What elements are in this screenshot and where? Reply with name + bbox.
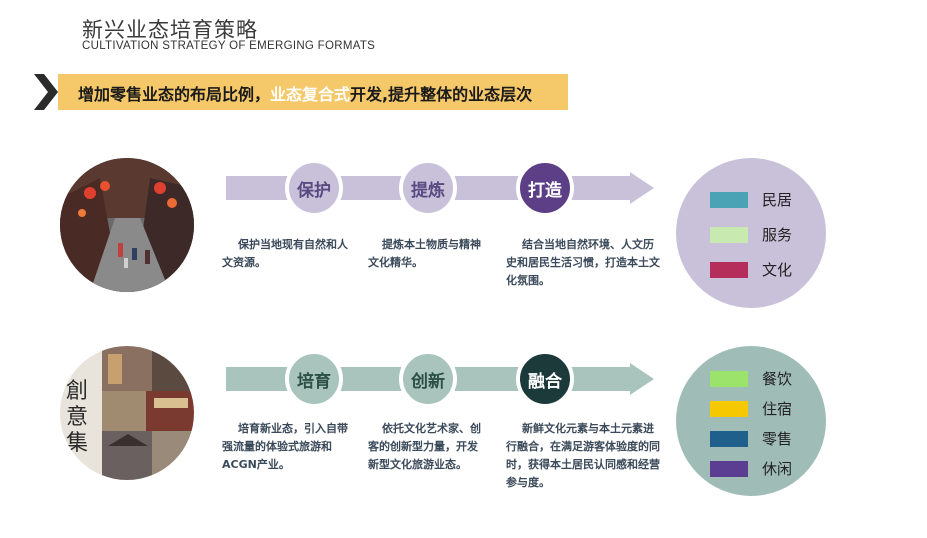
collage-photo: 創 意 集	[60, 346, 194, 480]
node-integrate: 融合	[516, 350, 574, 408]
banner-text: 增加零售业态的布局比例，业态复合式开发,提升整体的业态层次	[78, 81, 532, 105]
desc-integrate: 新鲜文化元素与本土元素进行融合，在满足游客体验度的同时，获得本土居民认同感和经营…	[506, 422, 660, 489]
legend-item: 休闲	[710, 458, 792, 479]
node-cultivate: 培育	[285, 350, 343, 408]
legend-item: 文化	[710, 259, 792, 280]
legend-label: 住宿	[762, 400, 793, 418]
legend-item: 住宿	[710, 398, 792, 419]
legend-circle-2	[676, 346, 826, 496]
banner-text-part1: 增加零售业态的布局比例，	[78, 85, 271, 104]
page-subtitle: CULTIVATION STRATEGY OF EMERGING FORMATS	[82, 40, 376, 52]
desc-refine: 提炼本土物质与精神文化精华。	[368, 238, 481, 269]
street-photo-image	[60, 158, 194, 292]
node-innovate: 创新	[399, 350, 457, 408]
desc-create: 结合当地自然环境、人文历史和居民生活习惯，打造本土文化氛围。	[506, 238, 660, 287]
legend-circle-1	[676, 158, 826, 308]
svg-text:創: 創	[66, 379, 88, 404]
legend-label: 休闲	[762, 460, 793, 478]
legend-label: 零售	[762, 430, 793, 448]
legend-swatch	[710, 430, 748, 447]
flow-arrowhead-2-icon	[630, 363, 654, 395]
legend-label: 民居	[762, 191, 793, 209]
banner-text-part3: 开发,提升整体的业态层次	[350, 85, 533, 104]
legend-swatch	[710, 370, 748, 387]
collage-photo-image: 創 意 集	[60, 346, 194, 480]
node-protect: 保护	[285, 159, 343, 217]
legend-item: 零售	[710, 428, 792, 449]
legend-item: 民居	[710, 189, 792, 210]
banner-bar	[58, 74, 568, 110]
node-create: 打造	[516, 159, 574, 217]
legend-swatch	[710, 191, 748, 208]
desc-protect: 保护当地现有自然和人文资源。	[222, 238, 348, 269]
legend-label: 餐饮	[762, 370, 793, 388]
page-title: 新兴业态培育策略	[82, 18, 258, 42]
svg-text:集: 集	[66, 431, 88, 456]
flow-arrowhead-1-icon	[630, 172, 654, 204]
legend-swatch	[710, 460, 748, 477]
desc-cultivate: 培育新业态，引入自带强流量的体验式旅游和ACGN产业。	[222, 422, 348, 471]
banner-chevron-icon	[34, 74, 58, 110]
desc-innovate: 依托文化艺术家、创客的创新型力量，开发新型文化旅游业态。	[368, 422, 481, 471]
legend-label: 服务	[762, 226, 793, 244]
banner-highlight: 业态复合式	[270, 85, 351, 104]
legend-item: 服务	[710, 224, 792, 245]
legend-swatch	[710, 226, 748, 243]
node-refine: 提炼	[399, 159, 457, 217]
legend-swatch	[710, 400, 748, 417]
legend-item: 餐饮	[710, 368, 792, 389]
legend-swatch	[710, 261, 748, 278]
svg-text:意: 意	[66, 405, 88, 430]
legend-label: 文化	[762, 261, 793, 279]
street-photo	[60, 158, 194, 292]
